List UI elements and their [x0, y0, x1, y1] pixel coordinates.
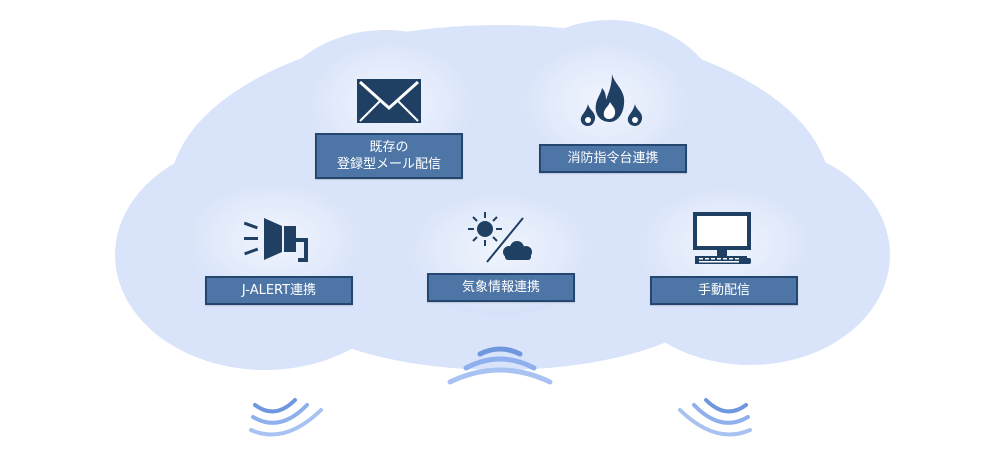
manual-delivery-label: 手動配信	[650, 276, 798, 305]
fire-command-label: 消防指令台連携	[539, 144, 687, 173]
mail-delivery-label: 既存の 登録型メール配信	[315, 133, 463, 179]
mail-label-line2: 登録型メール配信	[336, 157, 441, 172]
computer-icon	[693, 212, 751, 264]
signal-waves-icon	[249, 398, 323, 437]
jalert-label: J-ALERT連携	[205, 276, 353, 305]
fire-icon	[580, 74, 643, 126]
loudspeaker-icon	[244, 218, 308, 262]
signal-waves-icon	[678, 398, 752, 437]
signal-waves-icon	[447, 346, 553, 385]
weather-icon	[468, 212, 532, 263]
mail-label-line1: 既存の	[369, 140, 409, 155]
envelope-icon	[357, 79, 421, 123]
weather-info-label: 気象情報連携	[427, 273, 575, 302]
